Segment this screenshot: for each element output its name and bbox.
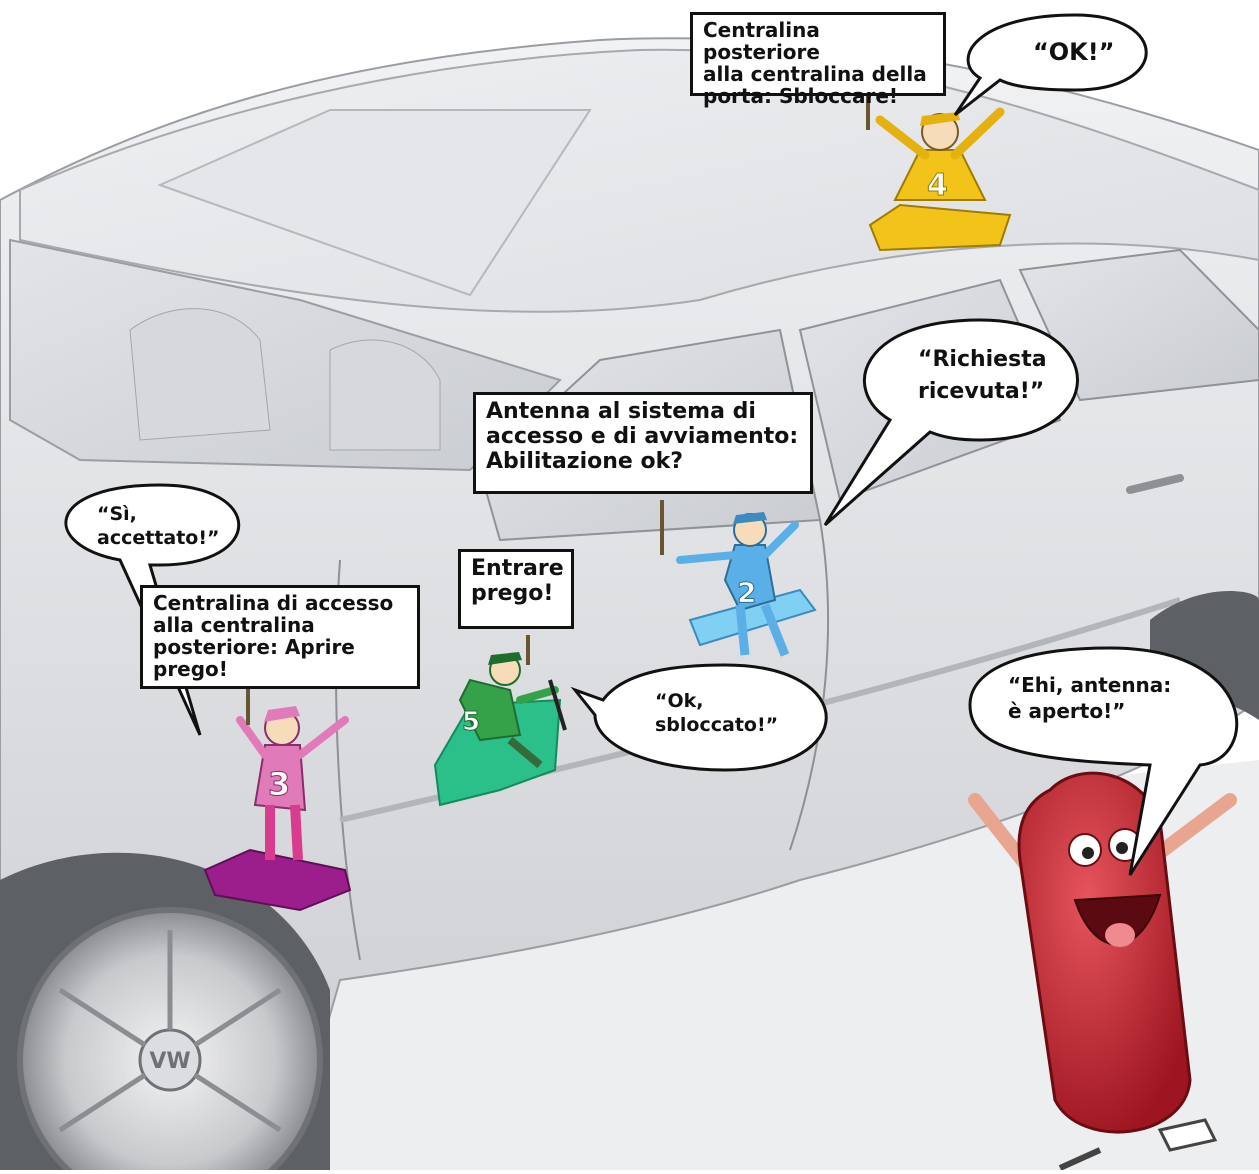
sign-access-ecu: Centralina di accesso alla centralina po… [140, 585, 420, 689]
bubble-key: “Ehi, antenna: è aperto!” [1008, 672, 1171, 724]
bubble-accepted: “Sì, accettato!” [97, 502, 220, 550]
figure-3-number: 3 [268, 765, 290, 803]
figure-4-number: 4 [927, 168, 948, 203]
bubble-ok: “OK!” [1033, 38, 1115, 66]
figure-2-number: 2 [737, 576, 756, 609]
bubble-request: “Richiesta ricevuta!” [918, 344, 1047, 408]
sign-enter: Entrare prego! [458, 549, 574, 629]
sign-rear-ecu: Centralina posteriore alla centralina de… [690, 12, 946, 96]
svg-text:VW: VW [149, 1049, 190, 1074]
sign-antenna: Antenna al sistema di accesso e di avvia… [473, 392, 813, 494]
figure-5-number: 5 [462, 707, 480, 737]
bubble-unlocked: “Ok, sbloccato!” [655, 689, 778, 737]
